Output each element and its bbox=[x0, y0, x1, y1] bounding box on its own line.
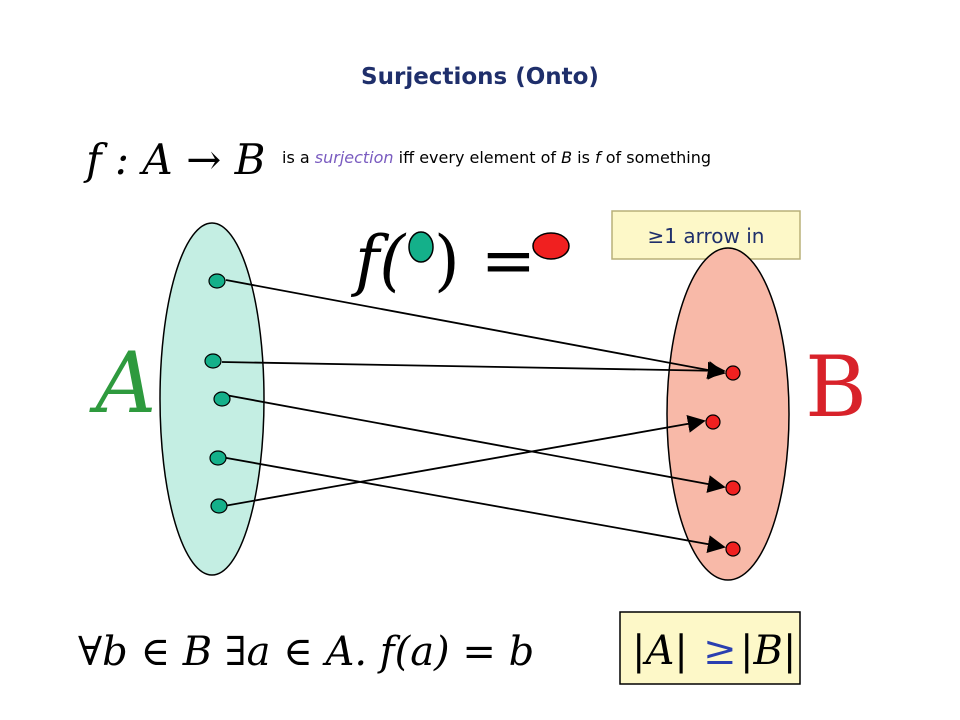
mapping-arrows bbox=[219, 279, 726, 554]
illustration-f-open: f( bbox=[350, 222, 406, 299]
arrow-a1-to-b1 bbox=[225, 279, 726, 379]
definition-sentence: is a surjection iff every element of B i… bbox=[282, 148, 711, 167]
arrow-a5-to-b2 bbox=[223, 414, 706, 507]
set-b-elements bbox=[705, 365, 741, 557]
cardinality-box bbox=[619, 611, 801, 685]
slide-title: Surjections (Onto) bbox=[361, 64, 599, 90]
set-a-ellipse bbox=[159, 222, 265, 576]
definition-text-1: is a bbox=[282, 148, 315, 167]
surjection-formula: ∀b ∈ B ∃a ∈ A. f(a) = b bbox=[78, 629, 534, 675]
definition-text-4: of something bbox=[606, 148, 711, 167]
set-a-element-1 bbox=[208, 273, 226, 289]
surjection-term: surjection bbox=[315, 148, 394, 167]
definition-text-2: iff every element of bbox=[399, 148, 561, 167]
set-a-element-2 bbox=[204, 353, 222, 369]
cardinality-right: |B| bbox=[740, 628, 796, 674]
illustration-close-equals: ) = bbox=[434, 222, 536, 299]
set-a-elements bbox=[204, 273, 231, 514]
set-b-element-3 bbox=[725, 480, 741, 496]
arrow-a2-to-b1 bbox=[221, 361, 726, 380]
set-b-ellipse bbox=[666, 247, 790, 581]
set-a-label: A bbox=[89, 334, 157, 432]
set-a-element-4 bbox=[209, 450, 227, 466]
set-b-element-2 bbox=[705, 414, 721, 430]
cardinality-relation: ≥ bbox=[703, 628, 737, 674]
set-a-element-5 bbox=[210, 498, 228, 514]
set-b-element-4 bbox=[725, 541, 741, 557]
illustration-a-dot bbox=[408, 231, 434, 263]
definition-text-3: is bbox=[577, 148, 595, 167]
arrow-in-badge bbox=[611, 210, 801, 260]
function-signature: f : A → B bbox=[83, 135, 265, 184]
arrow-in-badge-text: ≥1 arrow in bbox=[648, 224, 765, 248]
set-a-element-3 bbox=[213, 391, 231, 407]
set-b-element-1 bbox=[725, 365, 741, 381]
arrow-a4-to-b4 bbox=[220, 456, 726, 554]
arrow-a3-to-b3 bbox=[219, 393, 726, 493]
illustration-b-dot bbox=[532, 232, 570, 260]
cardinality-left: |A| bbox=[632, 628, 688, 674]
set-b-variable: B bbox=[561, 148, 572, 167]
function-variable: f bbox=[595, 148, 603, 167]
set-b-label: B bbox=[805, 338, 867, 436]
